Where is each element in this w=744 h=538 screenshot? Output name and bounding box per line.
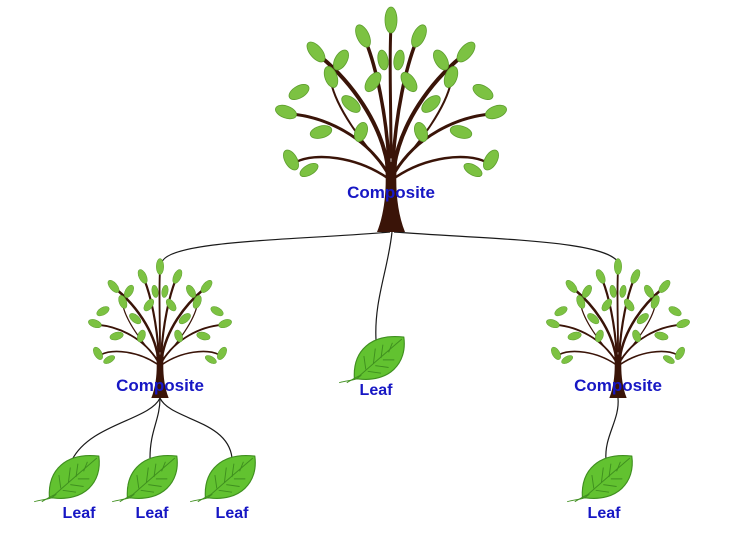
edge-root-middle xyxy=(375,231,393,341)
node-leaf-3: Leaf xyxy=(189,455,256,522)
node-label: Leaf xyxy=(216,505,250,522)
leaf-icon xyxy=(111,455,178,503)
node-leaf-4: Leaf xyxy=(566,455,633,522)
edge-left-leaf3 xyxy=(159,397,233,459)
diagram-edges xyxy=(71,231,621,461)
leaf-icon xyxy=(338,336,405,384)
node-left-composite: Composite xyxy=(85,257,235,400)
node-label: Composite xyxy=(347,183,435,202)
node-label: Leaf xyxy=(63,505,97,522)
node-leaf-1: Leaf xyxy=(33,455,100,522)
leaf-icon xyxy=(33,455,100,503)
leaf-icon xyxy=(566,455,633,503)
edge-root-left xyxy=(161,231,391,263)
node-label: Composite xyxy=(574,376,662,395)
node-label: Composite xyxy=(116,376,204,395)
node-middle-leaf: Leaf xyxy=(338,336,405,399)
edge-left-leaf1 xyxy=(71,397,161,461)
edge-left-leaf2 xyxy=(149,397,161,459)
node-right-composite: Composite xyxy=(543,257,693,400)
edge-right-leaf4 xyxy=(605,397,619,461)
node-leaf-2: Leaf xyxy=(111,455,178,522)
edge-root-right xyxy=(393,231,621,267)
node-root: Composite xyxy=(271,5,511,234)
node-label: Leaf xyxy=(588,505,622,522)
node-label: Leaf xyxy=(136,505,170,522)
leaf-icon xyxy=(189,455,256,503)
node-label: Leaf xyxy=(360,382,394,399)
